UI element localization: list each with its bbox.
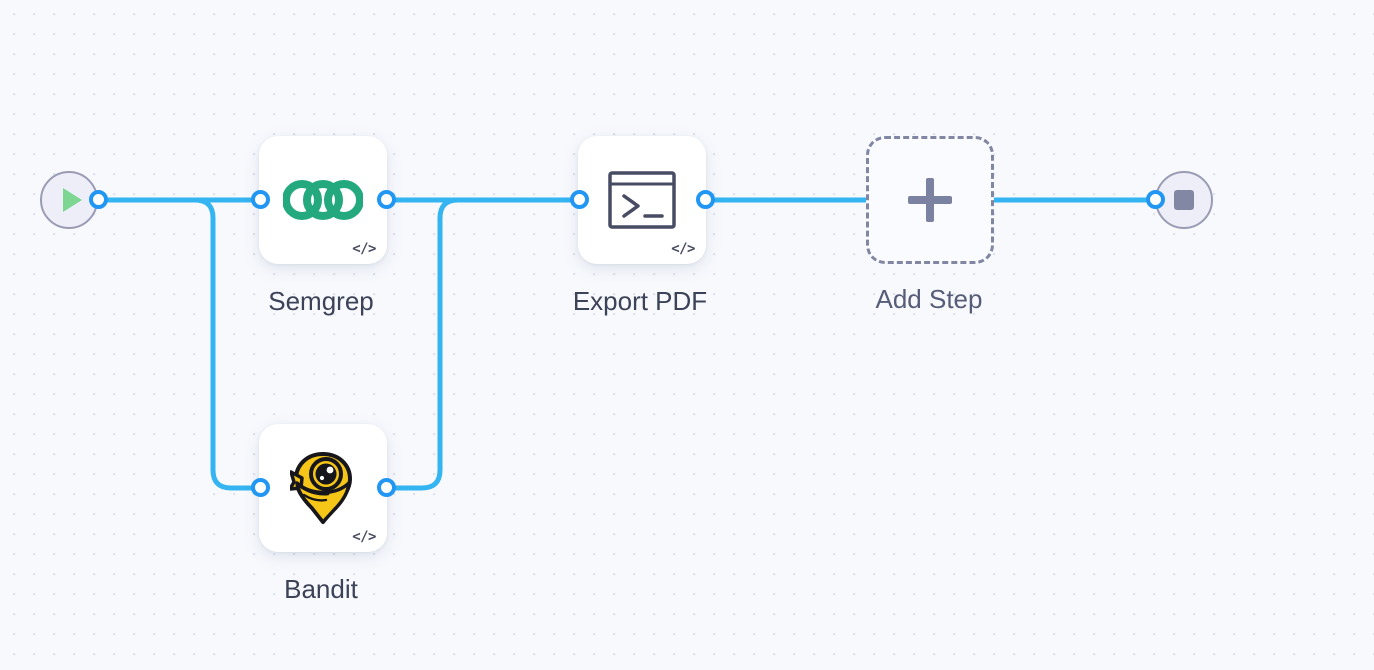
node-label-add-step: Add Step <box>875 284 983 314</box>
plus-icon <box>908 178 952 222</box>
node-label-bandit: Bandit <box>284 574 358 604</box>
bandit-input-port[interactable] <box>251 478 270 497</box>
semgrep-logo-icon <box>283 180 363 220</box>
node-label-semgrep: Semgrep <box>268 286 374 316</box>
start-node[interactable] <box>40 171 98 229</box>
export-pdf-input-port[interactable] <box>570 190 589 209</box>
node-bandit[interactable]: </> <box>259 424 387 552</box>
node-export-pdf[interactable]: </> <box>578 136 706 264</box>
bandit-logo-icon <box>290 452 352 524</box>
edge-bandit-to-exportpdf <box>384 197 583 491</box>
end-node-input-port[interactable] <box>1146 190 1165 209</box>
export-pdf-output-port[interactable] <box>696 190 715 209</box>
start-node-output-port[interactable] <box>89 190 108 209</box>
play-icon <box>62 188 82 212</box>
code-badge-icon: </> <box>352 241 376 257</box>
code-badge-icon: </> <box>352 529 376 545</box>
code-badge-icon: </> <box>671 241 695 257</box>
edge-start-to-bandit <box>96 197 264 491</box>
semgrep-output-port[interactable] <box>377 190 396 209</box>
semgrep-input-port[interactable] <box>251 190 270 209</box>
bandit-output-port[interactable] <box>377 478 396 497</box>
node-semgrep[interactable]: </> <box>259 136 387 264</box>
stop-square-icon <box>1174 190 1194 210</box>
terminal-icon <box>608 171 676 229</box>
add-step-button[interactable] <box>866 136 994 264</box>
node-label-export-pdf: Export PDF <box>572 286 708 316</box>
